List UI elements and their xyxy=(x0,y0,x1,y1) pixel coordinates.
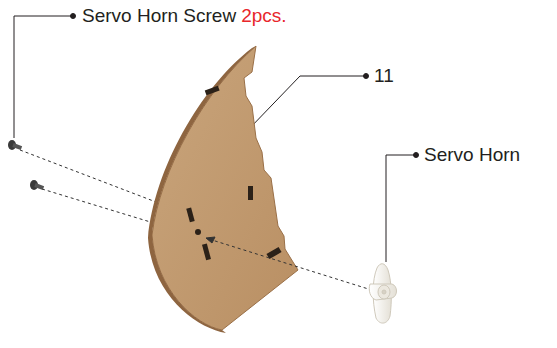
quantity-note: 2pcs. xyxy=(241,5,286,27)
guide-arrow xyxy=(206,237,215,243)
part-name: Servo Horn xyxy=(424,144,520,166)
assembly-guides xyxy=(206,237,378,292)
leader-dot xyxy=(414,153,419,158)
leader-dot xyxy=(71,14,76,19)
leader-line xyxy=(14,16,73,138)
part-name: Servo Horn Screw xyxy=(82,5,236,27)
screw xyxy=(30,180,44,190)
leader-line xyxy=(248,76,366,130)
guide-line xyxy=(212,240,378,292)
leader-line xyxy=(386,155,416,262)
servo-horn xyxy=(369,264,396,323)
screw xyxy=(8,140,22,150)
callout-number: 11 xyxy=(374,65,394,87)
mdf-plate xyxy=(148,46,298,333)
leader-dot xyxy=(364,74,369,79)
